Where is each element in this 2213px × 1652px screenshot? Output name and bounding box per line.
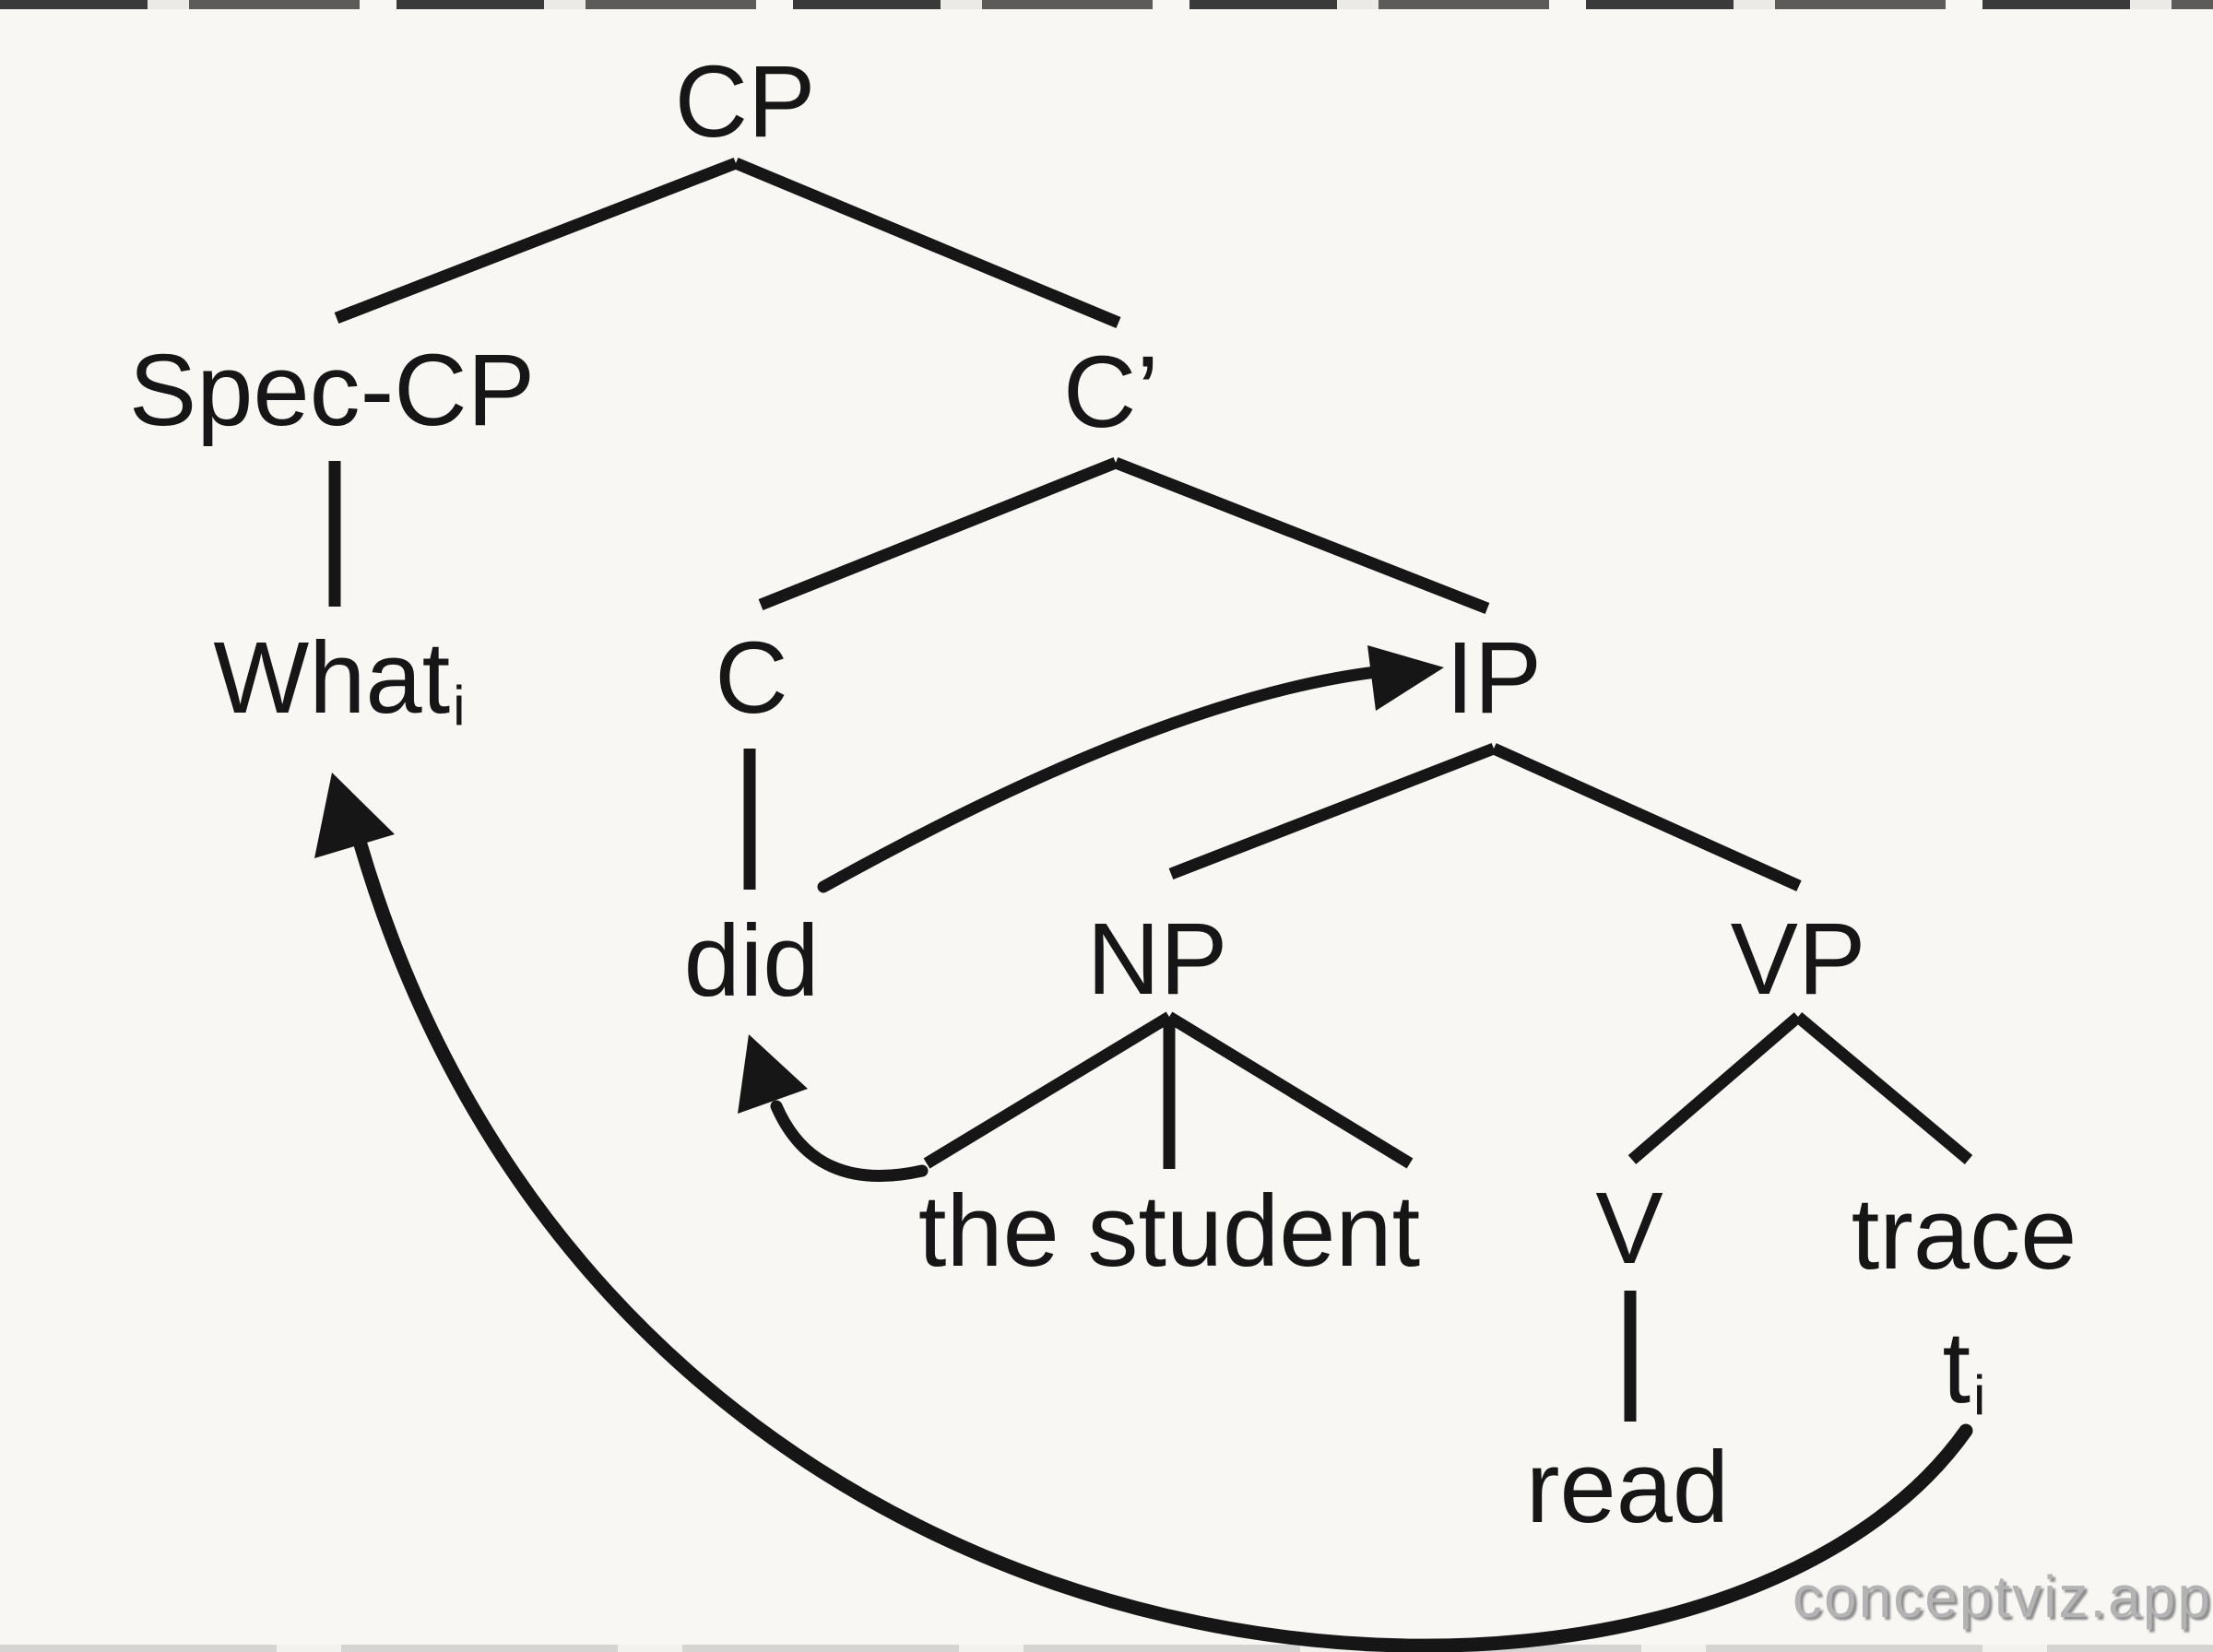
node-trace: trace [1851,1177,2077,1291]
np-triangle-left [923,1011,1173,1169]
arrowhead-into-did [738,1034,808,1114]
node-ip: IP [1446,621,1542,735]
node-np: NP [1086,903,1228,1016]
node-vp: VP [1730,903,1866,1016]
arrowhead-into-what [314,773,395,858]
watermark: conceptviz.app [1793,1564,2212,1630]
node-c-bar: C’ [1063,336,1159,449]
edge-cp-speccp [334,157,739,324]
node-cp: CP [674,45,816,159]
node-did: did [683,904,820,1018]
node-t-subscript: i [1973,1363,1986,1427]
node-what: Whati [213,628,465,734]
edge-vp-trace [1793,1012,1973,1164]
edge-ip-np [1168,742,1497,880]
edge-cbar-c [758,456,1118,611]
edge-cbar-ip [1113,456,1490,615]
node-what-subscript: i [453,674,466,738]
scan-artifact-bottom [0,1645,2213,1652]
node-read: read [1525,1431,1730,1544]
node-t: ti [1942,1317,1985,1423]
arrowhead-into-ip [1367,645,1444,711]
edge-ip-vp [1491,743,1802,891]
node-the-student: the student [917,1174,1421,1288]
node-t-word: t [1942,1311,1971,1424]
node-what-word: What [213,621,451,735]
edge-cp-cbar [733,158,1121,328]
node-spec-cp: Spec-CP [128,334,536,447]
np-triangle-right [1166,1011,1414,1169]
node-c: C [715,621,788,735]
edge-vp-v [1627,1012,1803,1164]
node-v: V [1595,1172,1663,1285]
scan-artifact-top [0,0,2213,9]
movement-arrow-did-to-ip [817,666,1382,893]
movement-arrow-student-to-did [770,1100,929,1183]
movement-arrow-trace-to-what [353,837,1973,1652]
